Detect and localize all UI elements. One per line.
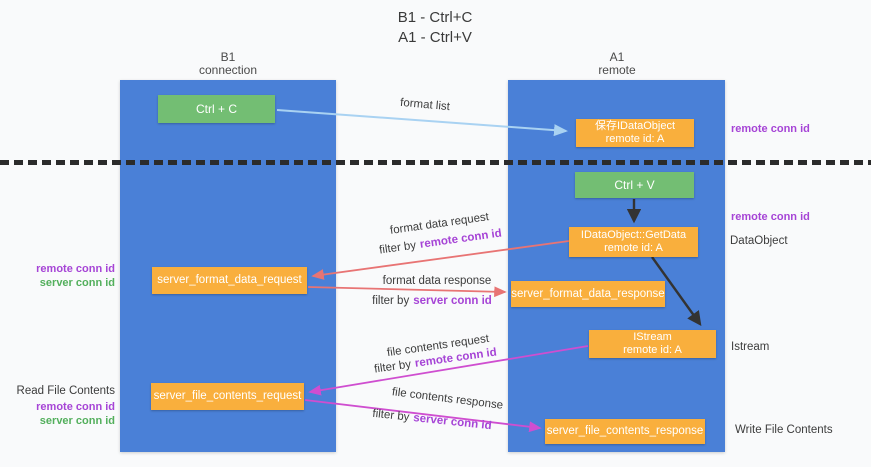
server-file-contents-response-label: server_file_contents_response [546,425,704,437]
left-remote-conn-id-1: remote conn id [36,263,115,275]
phase-separator-dashed-line [0,160,871,165]
label-format-data-response: format data response [382,275,492,287]
node-save-idataobject: 保存IDataObject remote id: A [576,119,694,147]
save-idataobject-line-2: remote id: A [605,133,665,145]
node-server-file-contents-request: server_file_contents_request [151,383,304,410]
node-istream: IStream remote id: A [589,330,716,358]
server-conn-id-text: server conn id [412,412,493,433]
server-file-contents-request-label: server_file_contents_request [153,390,302,402]
filter-by-text: filter by [372,295,410,307]
server-format-data-request-label: server_format_data_request [157,274,302,286]
right-remote-conn-id-1: remote conn id [731,123,810,135]
filter-by-text: filter by [371,407,410,424]
right-column-name: A1 [609,50,625,64]
istream-line-1: IStream [633,331,672,343]
right-dataobject-label: DataObject [730,235,788,247]
right-istream-label: Istream [731,341,770,353]
left-remote-conn-id-2: remote conn id [36,401,115,413]
format-data-response-arrow [307,286,507,298]
left-column-name: B1 [220,50,236,64]
node-server-format-data-response: server_format_data_response [511,281,665,307]
left-server-conn-id-2: server conn id [39,415,115,427]
right-write-file-contents-label: Write File Contents [735,424,833,436]
getdata-line-2: remote id: A [604,242,663,254]
ctrl-c-label: Ctrl + C [195,102,237,116]
save-idataobject-line-1: 保存IDataObject [594,120,676,132]
title-line-1: B1 - Ctrl+C [397,9,473,26]
label-file-contents-response: file contents response [391,386,504,412]
node-server-file-contents-response: server_file_contents_response [545,419,705,444]
left-column-header: B1 connection [158,51,298,77]
right-column-role: remote [598,63,636,77]
istream-line-2: remote id: A [623,344,682,356]
filter-by-text: filter by [378,239,417,257]
getdata-line-1: IDataObject::GetData [580,229,687,241]
node-server-format-data-request: server_format_data_request [152,267,307,294]
node-ctrl-c: Ctrl + C [158,95,275,123]
node-idataobject-getdata: IDataObject::GetData remote id: A [569,227,698,257]
server-format-data-response-label: server_format_data_response [511,287,665,300]
node-ctrl-v: Ctrl + V [575,172,694,198]
left-column-role: connection [198,63,258,77]
right-remote-conn-id-2: remote conn id [731,211,810,223]
ctrl-v-label: Ctrl + V [614,178,655,192]
title-line-2: A1 - Ctrl+V [398,29,472,46]
left-read-file-contents-label: Read File Contents [16,385,115,397]
label-format-list: format list [399,96,451,114]
filter-by-text: filter by [373,358,412,376]
right-column-header: A1 remote [547,51,687,77]
left-server-conn-id-1: server conn id [39,277,115,289]
page-title: B1 - Ctrl+C A1 - Ctrl+V [285,8,585,48]
server-conn-id-text: server conn id [413,295,492,307]
